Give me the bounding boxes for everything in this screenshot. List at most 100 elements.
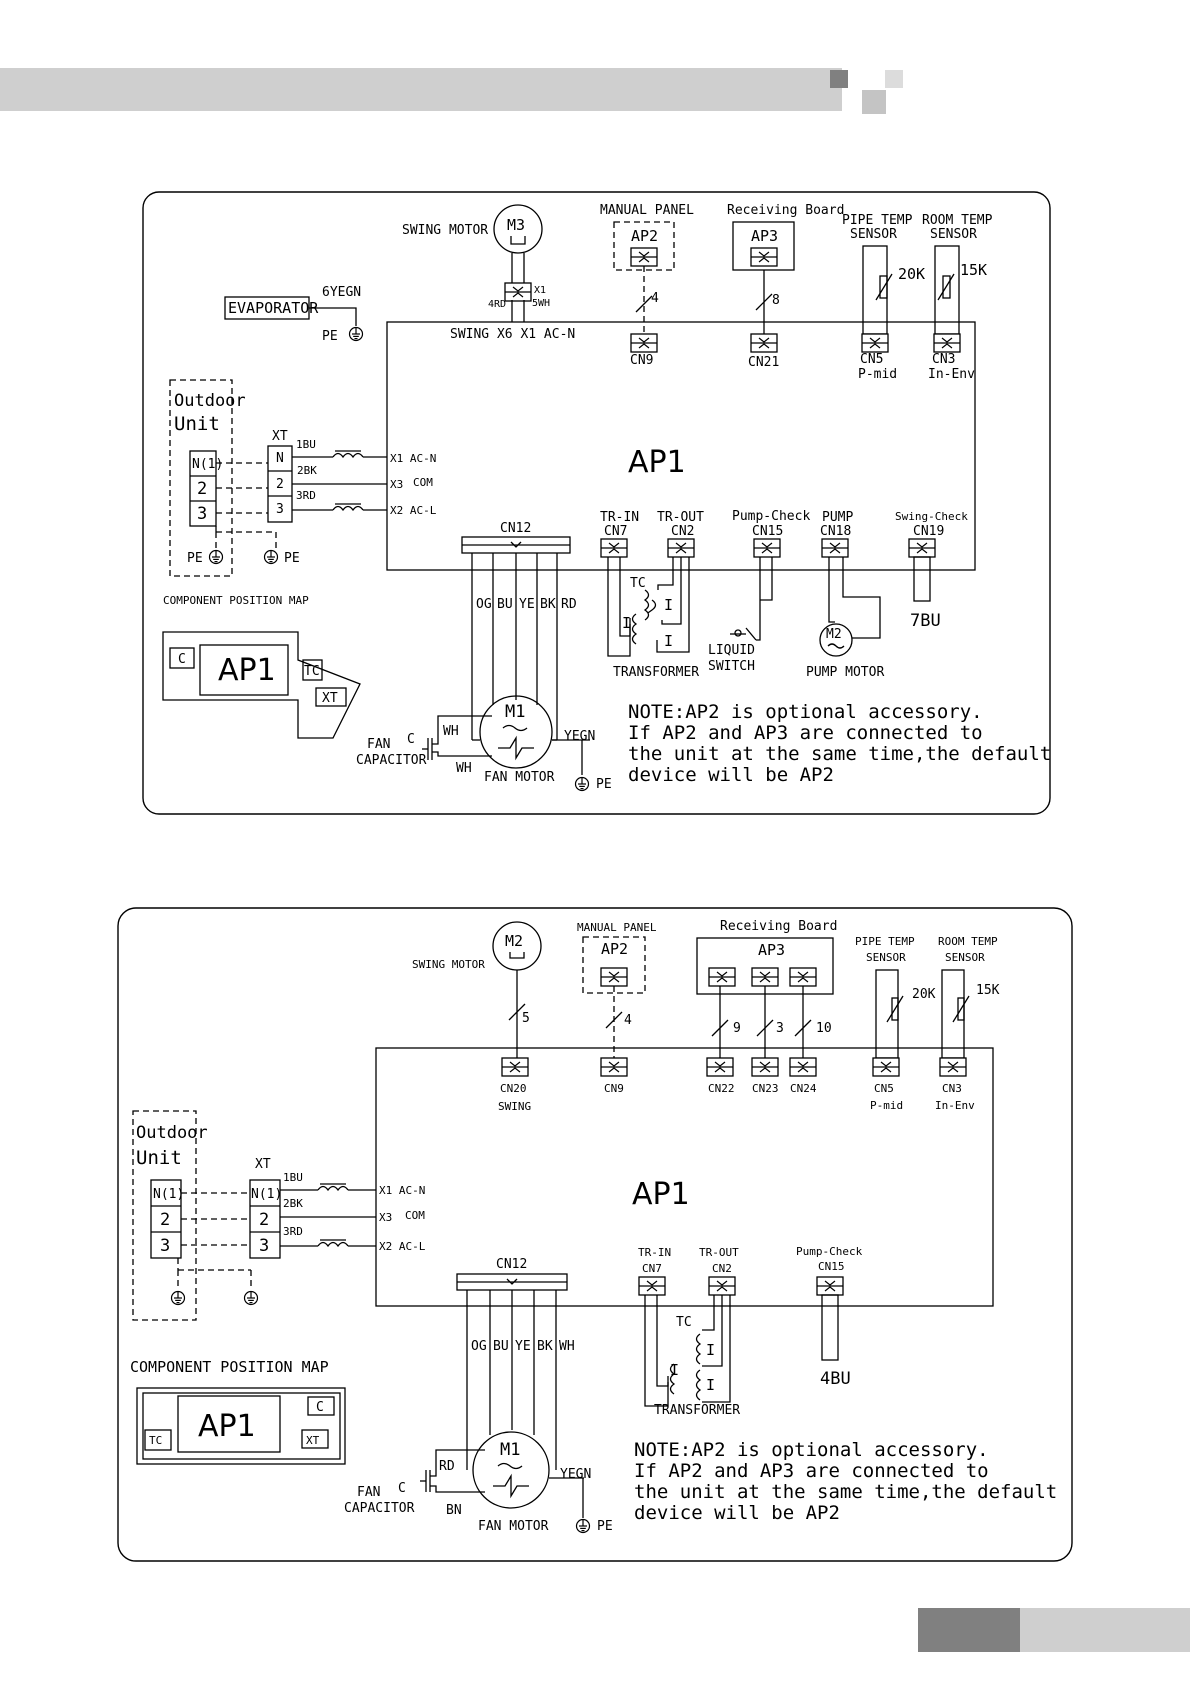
swing-m2-label: M2 — [505, 932, 523, 950]
fan-motor-icon — [472, 1431, 550, 1509]
wire-count-4: 4 — [624, 1013, 632, 1028]
xt-label: XT — [272, 429, 288, 444]
swing-port-label: SWING X6 X1 AC-N — [450, 327, 575, 342]
header-square-dark — [830, 70, 848, 88]
xt-n: N — [276, 451, 284, 466]
fan-yegn-label: YEGN — [564, 729, 595, 744]
ap3-label: AP3 — [758, 941, 785, 959]
ap2-label: AP2 — [631, 227, 658, 245]
outdoor-3: 3 — [197, 504, 207, 524]
switch-label: SWITCH — [708, 659, 755, 674]
pump-label: PUMP — [822, 510, 853, 525]
outdoor-label: Outdoor — [136, 1123, 208, 1143]
wire-bk: BK — [537, 1339, 553, 1354]
note-line-3: the unit at the same time,the default — [628, 743, 1051, 765]
tr-in-label: TR-IN — [638, 1246, 671, 1259]
cn2-label: CN2 — [712, 1262, 732, 1275]
room-temp-sensor — [941, 969, 965, 1059]
fan-wh-2: WH — [456, 761, 472, 776]
cn12-label: CN12 — [500, 521, 531, 536]
map-xt-label: XT — [306, 1434, 320, 1447]
wire-bk: BK — [540, 597, 556, 612]
cn18-label: CN18 — [820, 524, 851, 539]
transformer-i-3: I — [706, 1376, 715, 1394]
cn3-label: CN3 — [942, 1082, 962, 1095]
cn15-label: CN15 — [752, 524, 783, 539]
unit-label: Unit — [136, 1147, 182, 1169]
header-bar — [0, 68, 842, 111]
pipe-temp-label: PIPE TEMP — [855, 935, 915, 948]
wire-wh: WH — [559, 1339, 575, 1354]
swing-motor-m3-icon — [493, 204, 543, 254]
p-mid-label: P-mid — [870, 1099, 903, 1112]
fan-wh-1: WH — [443, 724, 459, 739]
room-temp-label: ROOM TEMP — [938, 935, 998, 948]
room-temp-label: ROOM TEMP — [922, 213, 993, 228]
in-env-label: In-Env — [928, 367, 975, 382]
diagram-1: SWING MOTOR M3 X1 4RD 5WH SWING X6 X1 AC… — [142, 191, 1051, 815]
outdoor-label: Outdoor — [174, 391, 246, 411]
note-line-4: device will be AP2 — [628, 764, 834, 786]
fan-yegn-label: YEGN — [560, 1467, 591, 1482]
map-xt-label: XT — [322, 691, 338, 706]
outdoor-2: 2 — [197, 479, 207, 499]
pipe-sensor-label: SENSOR — [850, 227, 897, 242]
xt-2: 2 — [276, 477, 284, 492]
footer-bar-light — [1020, 1608, 1190, 1652]
x3-label: X3 — [390, 478, 403, 491]
pump-motor-label: PUMP MOTOR — [806, 665, 884, 680]
fan-pe-label: PE — [596, 777, 612, 792]
pump-check-label: Pump-Check — [732, 509, 810, 524]
cn22-label: CN22 — [708, 1082, 735, 1095]
wire-og: OG — [471, 1339, 487, 1354]
m3-label: M3 — [507, 216, 525, 234]
cn2-label: CN2 — [671, 524, 694, 539]
outdoor-2: 2 — [160, 1210, 170, 1230]
receiving-board-label: Receiving Board — [720, 919, 837, 934]
wire-2bk: 2BK — [283, 1197, 303, 1210]
header-square-light — [885, 70, 903, 88]
diagram-2-frame — [117, 907, 1073, 1562]
wire-4rd: 4RD — [488, 299, 506, 310]
cn9-label: CN9 — [630, 353, 653, 368]
r20k-label: 20K — [912, 987, 936, 1002]
swing-check-label: Swing-Check — [895, 510, 968, 523]
wire-5wh: 5WH — [532, 298, 550, 309]
cn7-label: CN7 — [642, 1262, 662, 1275]
footer-bar-dark — [918, 1608, 1020, 1652]
room-sensor-label: SENSOR — [945, 951, 985, 964]
capacitor-label: CAPACITOR — [344, 1501, 415, 1516]
p-mid-label: P-mid — [858, 367, 897, 382]
xt-terminal — [249, 1179, 281, 1259]
x3-label: X3 — [379, 1211, 392, 1224]
transformer-label: TRANSFORMER — [613, 665, 699, 680]
wire-ye: YE — [515, 1339, 531, 1354]
wire-7bu: 7BU — [910, 611, 941, 631]
transformer-i-2: I — [706, 1341, 715, 1359]
wire-og: OG — [476, 597, 492, 612]
x1-acn-label: X1 AC-N — [390, 452, 436, 465]
wire-count-9: 9 — [733, 1021, 741, 1036]
evaporator-label: EVAPORATOR — [228, 299, 319, 317]
tr-out-label: TR-OUT — [699, 1246, 739, 1259]
pump-motor-icon — [819, 623, 853, 657]
map-ap1-label: AP1 — [218, 653, 276, 688]
fan-bn-label: BN — [446, 1503, 462, 1518]
r15k-label: 15K — [960, 261, 987, 279]
wire-count-10: 10 — [816, 1021, 832, 1036]
note-line-3: the unit at the same time,the default — [634, 1481, 1057, 1503]
fan-c-label: C — [398, 1481, 406, 1496]
map-ap1-label: AP1 — [198, 1409, 256, 1444]
wire-count-8: 8 — [772, 293, 780, 308]
cn3-label: CN3 — [932, 352, 955, 367]
wire-2bk: 2BK — [297, 464, 317, 477]
pe-outdoor-b: PE — [284, 551, 300, 566]
fan-motor-icon — [479, 695, 553, 769]
swing-motor-label: SWING MOTOR — [402, 223, 488, 238]
wire-3rd: 3RD — [283, 1225, 303, 1238]
wire-4bu: 4BU — [820, 1369, 851, 1389]
cn15-label: CN15 — [818, 1260, 845, 1273]
note-line-4: device will be AP2 — [634, 1502, 840, 1524]
unit-label: Unit — [174, 413, 220, 435]
